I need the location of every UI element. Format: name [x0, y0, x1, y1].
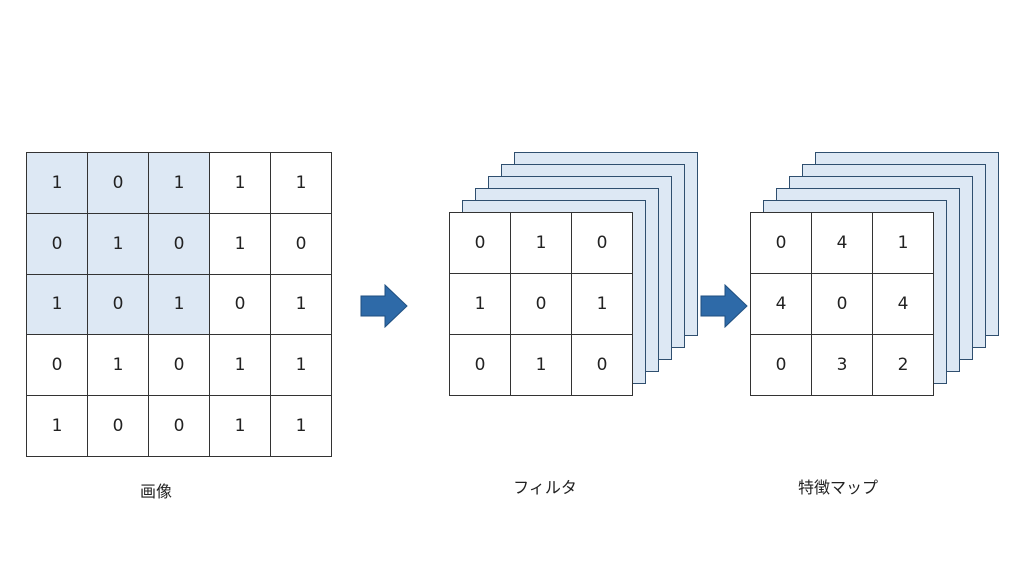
- arrow-shape: [700, 284, 748, 328]
- grid-cell: 2: [873, 335, 934, 396]
- grid-cell: 1: [210, 396, 271, 457]
- input-image-label: 画像: [139, 482, 173, 501]
- grid-cell: 1: [27, 396, 88, 457]
- arrow-shape: [360, 284, 408, 328]
- grid-cell: 0: [751, 213, 812, 274]
- grid-cell: 1: [149, 274, 210, 336]
- grid-cell: 1: [511, 335, 572, 396]
- grid-cell: 0: [149, 335, 210, 397]
- filter-label: フィルタ: [513, 478, 577, 497]
- grid-cell: 0: [210, 274, 271, 336]
- grid-cell: 0: [450, 335, 511, 396]
- grid-cell: 3: [812, 335, 873, 396]
- grid-cell: 0: [27, 213, 88, 275]
- grid-cell: 0: [88, 274, 149, 336]
- grid-cell: 1: [511, 213, 572, 274]
- grid-cell: 1: [210, 153, 271, 214]
- grid-cell: 1: [210, 335, 271, 397]
- grid-cell: 1: [27, 274, 88, 336]
- grid-cell: 1: [88, 335, 149, 397]
- grid-cell: 0: [572, 213, 633, 274]
- grid-cell: 0: [88, 396, 149, 457]
- grid-cell: 1: [271, 335, 332, 397]
- grid-cell: 1: [271, 396, 332, 457]
- grid-cell: 0: [149, 396, 210, 457]
- grid-cell: 0: [812, 274, 873, 335]
- grid-cell: 0: [271, 213, 332, 275]
- grid-cell: 1: [149, 153, 210, 214]
- grid-cell: 1: [572, 274, 633, 335]
- grid-cell: 0: [450, 213, 511, 274]
- grid-cell: 0: [751, 335, 812, 396]
- grid-cell: 0: [149, 213, 210, 275]
- grid-cell: 0: [88, 153, 149, 214]
- feature-map-label: 特徴マップ: [797, 478, 879, 497]
- grid-cell: 1: [27, 153, 88, 214]
- grid-cell: 1: [450, 274, 511, 335]
- grid-cell: 0: [27, 335, 88, 397]
- grid-cell: 4: [873, 274, 934, 335]
- grid-cell: 1: [271, 274, 332, 336]
- grid-cell: 0: [511, 274, 572, 335]
- arrow-right-icon: [700, 284, 748, 328]
- arrow-right-icon: [360, 284, 408, 328]
- grid-cell: 0: [572, 335, 633, 396]
- grid-cell: 1: [271, 153, 332, 214]
- grid-cell: 1: [873, 213, 934, 274]
- grid-cell: 4: [812, 213, 873, 274]
- grid-cell: 4: [751, 274, 812, 335]
- grid-cell: 1: [88, 213, 149, 275]
- grid-cell: 1: [210, 213, 271, 275]
